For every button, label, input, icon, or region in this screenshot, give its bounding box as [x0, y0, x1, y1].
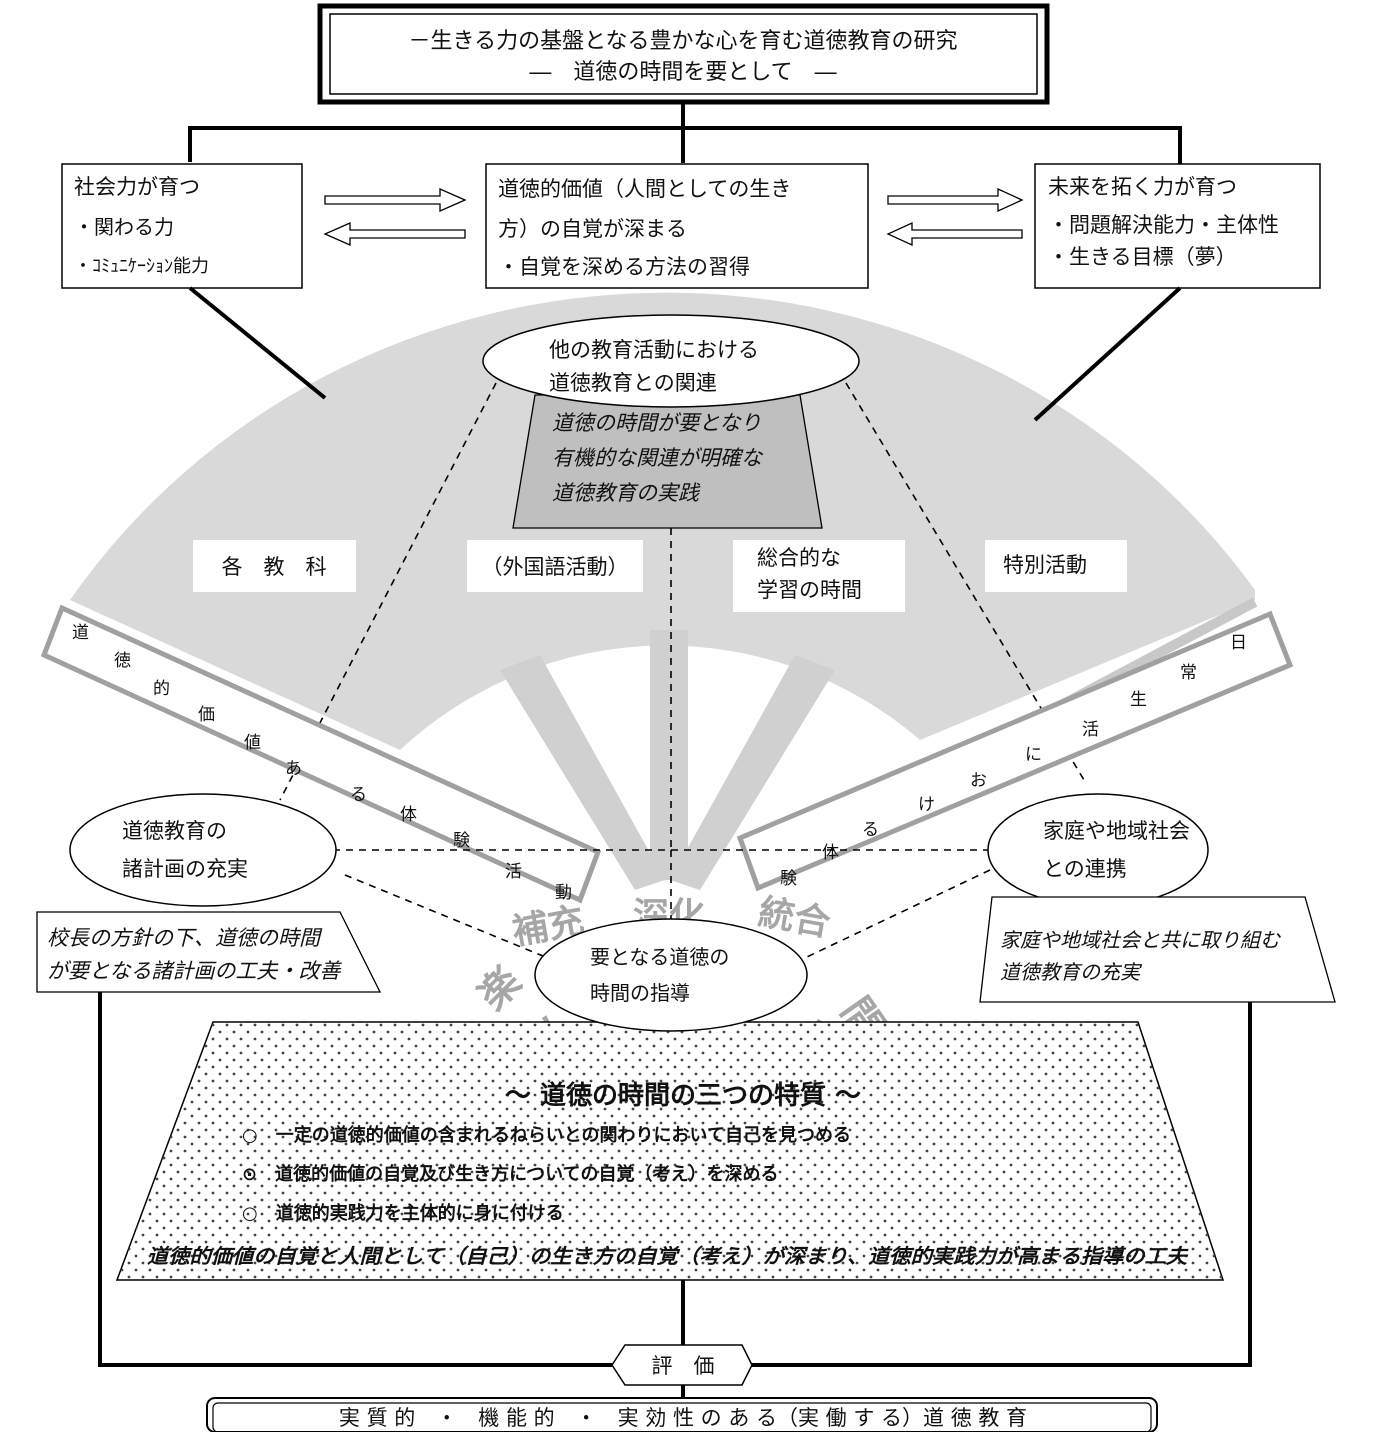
- feature-item-3: ○ 道徳的実践力を主体的に身に付ける: [242, 1202, 564, 1224]
- arrow-center-to-right: [887, 187, 1024, 213]
- sector-subjects-label: 各 教 科: [222, 555, 327, 579]
- fan-rib-right: [670, 655, 835, 890]
- sector-integrated: 総合的な 学習の時間: [733, 540, 905, 612]
- left-band-char-6: あ: [285, 759, 302, 779]
- top-ellipse: 他の教育活動における 道徳教育との関連: [482, 314, 860, 408]
- left-band-char-11: 動: [555, 883, 572, 903]
- title-line1: －生きる力の基盤となる豊かな心を育む道徳教育の研究: [409, 29, 958, 54]
- right-band-char-7: け: [918, 795, 935, 815]
- center-box: 道徳的価値（人間としての生き 方）の自覚が深まる ・自覚を深める方法の習得: [485, 163, 869, 289]
- left-band-char-8: 体: [400, 805, 417, 825]
- core-line-1: 道徳の時間が要となり: [552, 411, 761, 435]
- sector-special: 特別活動: [985, 540, 1127, 592]
- right-note: 家庭や地域社会と共に取り組む 道徳教育の充実: [979, 896, 1336, 1003]
- sector-integrated-line2: 学習の時間: [757, 578, 862, 602]
- right-box-heading: 未来を拓く力が育つ: [1048, 175, 1237, 199]
- fan-rib-left: [500, 655, 665, 890]
- left-band-char-3: 的: [153, 679, 170, 699]
- right-band-char-10: 験: [780, 869, 797, 889]
- evaluation-label: 評 価: [652, 1354, 715, 1378]
- features-heading: ～ 道徳の時間の三つの特質 ～: [505, 1080, 861, 1111]
- right-ellipse-line1: 家庭や地域社会: [1043, 819, 1190, 843]
- arrow-right-to-center: [886, 221, 1023, 247]
- right-band-char-1: 日: [1230, 633, 1247, 653]
- core-line-2: 有機的な関連が明確な: [552, 446, 764, 470]
- overlay-tanoshii-char-1: 楽: [470, 958, 531, 1019]
- sector-foreign: （外国語活動）: [467, 540, 643, 592]
- center-box-line3: ・自覚を深める方法の習得: [498, 255, 750, 279]
- left-note-line1: 校長の方針の下、道徳の時間: [47, 926, 323, 950]
- bottom-banner: 実 質 的 ・ 機 能 的 ・ 実 効 性 の あ る（実 働 す る）道 徳 …: [206, 1397, 1158, 1432]
- left-ellipse-line1: 道徳教育の: [122, 819, 227, 843]
- core-trapezoid: 道徳の時間が要となり 有機的な関連が明確な 道徳教育の実践: [512, 394, 823, 529]
- center-ellipse: 要となる道徳の 時間の指導: [534, 918, 808, 1032]
- left-band-char-10: 活: [505, 862, 522, 882]
- feature-item-1: ○ 一定の道徳的価値の含まれるねらいとの関わりにおいて自己を見つめる: [242, 1124, 851, 1146]
- right-frame-line: [752, 1000, 1252, 1367]
- title-line2: ― 道徳の時間を要として ―: [529, 60, 836, 85]
- sector-integrated-line1: 総合的な: [757, 546, 841, 570]
- left-band-char-9: 験: [453, 831, 470, 851]
- fan-rib-center: [650, 630, 688, 880]
- right-band-char-2: 常: [1180, 663, 1197, 683]
- sector-special-label: 特別活動: [1003, 553, 1087, 577]
- right-box: 未来を拓く力が育つ ・問題解決能力・主体性 ・生きる目標（夢）: [1034, 163, 1321, 289]
- top-ellipse-line2: 道徳教育との関連: [549, 371, 717, 395]
- left-ellipse: 道徳教育の 諸計画の充実: [69, 793, 337, 907]
- left-box-item-2: ・ｺﾐｭﾆｹｰｼｮﾝ能力: [74, 256, 209, 277]
- right-box-to-fan: [1033, 286, 1182, 422]
- feature-item-2: ⊙ 道徳的価値の自覚及び生き方についての自覚（考え）を深める: [242, 1163, 779, 1185]
- left-box: 社会力が育つ ・関わる力 ・ｺﾐｭﾆｹｰｼｮﾝ能力: [61, 163, 303, 289]
- left-box-to-fan: [188, 286, 327, 400]
- left-band-char-2: 徳: [114, 651, 131, 671]
- bottom-banner-label: 実 質 的 ・ 機 能 的 ・ 実 効 性 の あ る（実 働 す る）道 徳 …: [339, 1406, 1027, 1430]
- features-panel: ～ 道徳の時間の三つの特質 ～ ○ 一定の道徳的価値の含まれるねらいとの関わりに…: [115, 1021, 1225, 1281]
- left-frame-line: [98, 990, 612, 1367]
- left-note: 校長の方針の下、道徳の時間 が要となる諸計画の工夫・改善: [36, 911, 382, 993]
- right-box-item-2: ・生きる目標（夢）: [1048, 245, 1237, 269]
- left-band-char-4: 価: [198, 705, 215, 725]
- right-note-line2: 道徳教育の充実: [1000, 960, 1143, 984]
- center-ellipse-line1: 要となる道徳の: [590, 945, 729, 969]
- center-ellipse-line2: 時間の指導: [590, 981, 690, 1005]
- core-line-3: 道徳教育の実践: [552, 481, 701, 505]
- left-box-heading: 社会力が育つ: [74, 175, 200, 199]
- center-box-line1: 道徳的価値（人間としての生き: [498, 177, 791, 201]
- sector-subjects: 各 教 科: [193, 540, 356, 592]
- center-box-line2: 方）の自覚が深まる: [498, 217, 687, 241]
- left-band-char-5: 値: [244, 733, 261, 753]
- left-note-line2: が要となる諸計画の工夫・改善: [47, 959, 342, 983]
- right-box-item-1: ・問題解決能力・主体性: [1048, 213, 1279, 237]
- right-band-char-6: お: [970, 771, 987, 791]
- right-band-char-8: る: [862, 820, 879, 840]
- left-band-char-7: る: [350, 785, 367, 805]
- left-ellipse-line2: 諸計画の充実: [122, 857, 248, 881]
- arrow-center-to-left: [323, 222, 466, 246]
- evaluation-badge: 評 価: [611, 1344, 753, 1386]
- title-box: －生きる力の基盤となる豊かな心を育む道徳教育の研究 ― 道徳の時間を要として ―: [317, 3, 1050, 105]
- features-summary: 道徳的価値の自覚と人間として（自己）の生き方の自覚（考え）が深まり、道徳的実践力…: [147, 1244, 1189, 1268]
- sector-foreign-label: （外国語活動）: [482, 555, 629, 579]
- left-band-char-1: 道: [72, 623, 89, 643]
- right-band-char-4: 活: [1082, 720, 1099, 740]
- right-ellipse-line2: との連携: [1043, 857, 1127, 881]
- right-band-char-5: に: [1025, 745, 1042, 765]
- arrow-left-to-center: [324, 188, 467, 212]
- left-box-item-1: ・関わる力: [74, 215, 174, 239]
- side-dashed-lines: [333, 849, 1000, 966]
- top-ellipse-line1: 他の教育活動における: [549, 338, 759, 362]
- right-ellipse: 家庭や地域社会 との連携: [987, 793, 1209, 907]
- right-note-line1: 家庭や地域社会と共に取り組む: [1000, 928, 1281, 952]
- right-band-char-9: 体: [822, 843, 839, 863]
- right-band-char-3: 生: [1130, 690, 1147, 710]
